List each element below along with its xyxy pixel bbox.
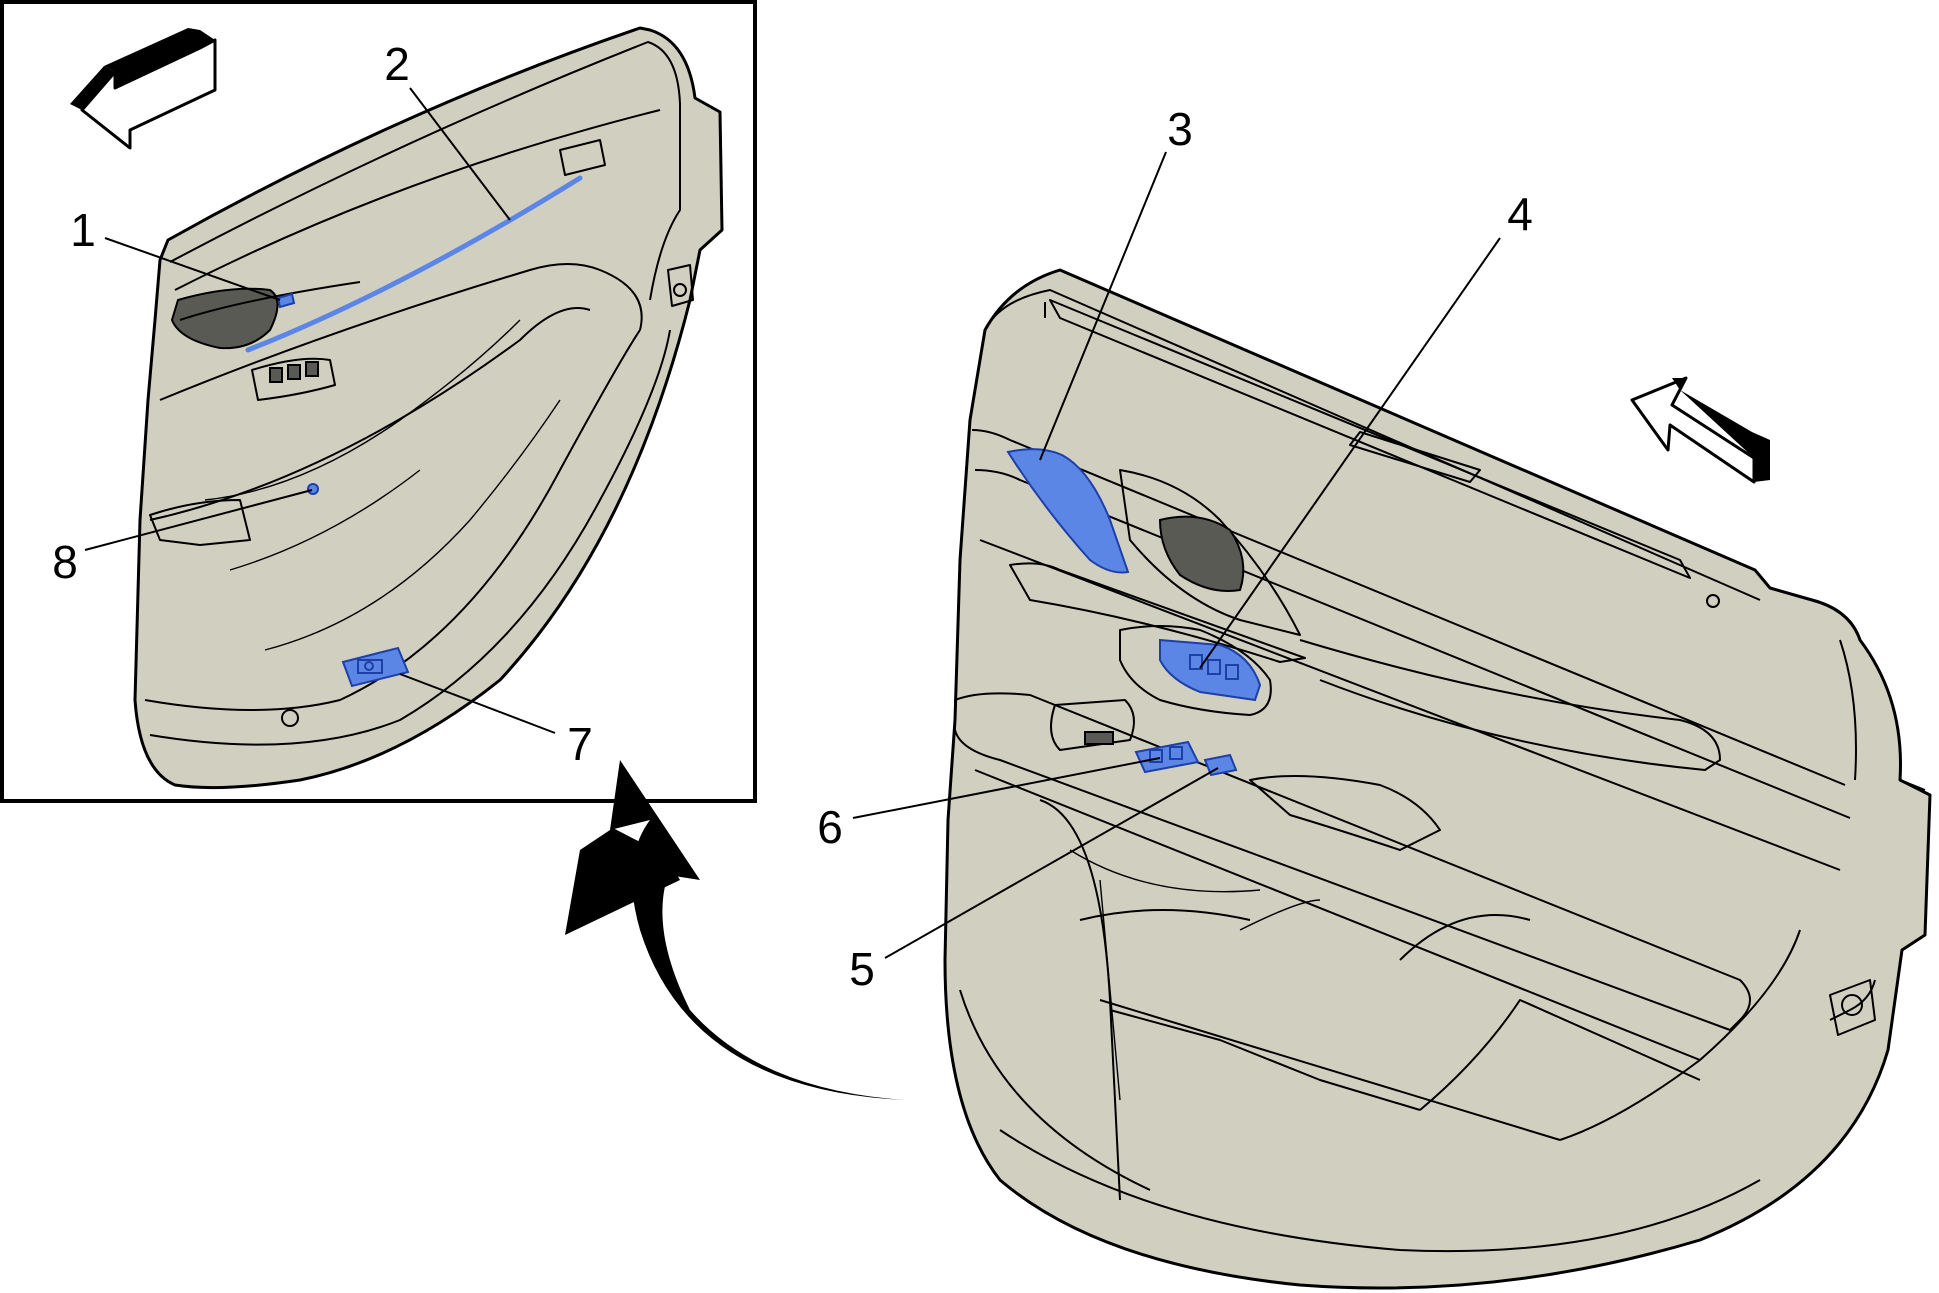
inset-door-panel (133, 26, 724, 790)
svg-text:5: 5 (849, 943, 875, 995)
callout-3: 3 (1039, 103, 1193, 461)
ambient-light-strip-highlight (245, 175, 583, 353)
handle-light-highlight (276, 292, 296, 309)
svg-text:8: 8 (52, 536, 78, 588)
curved-arrow-icon (565, 760, 905, 1100)
inset-switch-highlight (341, 646, 410, 688)
callout-2: 2 (384, 38, 511, 221)
pocket-light-highlight (307, 483, 319, 495)
svg-text:4: 4 (1507, 188, 1533, 240)
callout-4: 4 (1199, 188, 1533, 669)
callout-7: 7 (399, 673, 593, 770)
inset-direction-arrow-icon (70, 28, 217, 150)
svg-text:7: 7 (567, 718, 593, 770)
callout-8: 8 (52, 489, 313, 588)
callout-1: 1 (70, 204, 281, 301)
svg-text:6: 6 (817, 801, 843, 853)
door-switch-highlight (1159, 638, 1262, 702)
svg-text:2: 2 (384, 38, 410, 90)
svg-text:1: 1 (70, 204, 96, 256)
main-door-panel (943, 268, 1932, 1290)
svg-text:3: 3 (1167, 103, 1193, 155)
speaker-grille-highlight (1006, 448, 1130, 574)
callout-6: 6 (817, 757, 1161, 853)
callout-5: 5 (849, 767, 1219, 995)
main-direction-arrow-icon (1630, 376, 1770, 484)
